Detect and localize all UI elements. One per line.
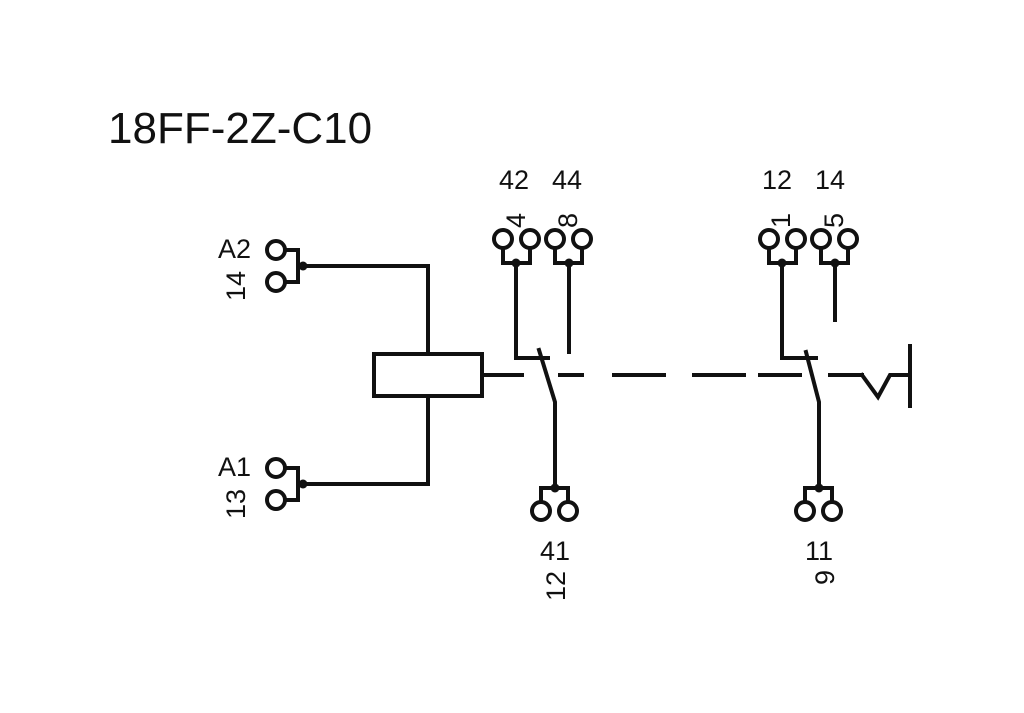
terminal-41-b	[557, 500, 579, 522]
terminal-41-a	[530, 500, 552, 522]
terminal-11-junction-dot	[814, 483, 824, 493]
terminal-14-a	[810, 228, 832, 250]
common-2-label: 11	[805, 536, 833, 566]
nc-contact-2-lead	[780, 261, 818, 360]
coil-group: A2 14 A1 13	[218, 234, 484, 519]
coil-body	[372, 352, 484, 398]
terminal-12-b	[785, 228, 807, 250]
terminal-14-coil	[265, 271, 287, 293]
no-2-label: 14	[815, 165, 845, 195]
terminal-44-b	[571, 228, 593, 250]
nc-2-pin: 1	[766, 213, 796, 228]
terminal-42-b	[519, 228, 541, 250]
common-1-label: 41	[540, 536, 570, 566]
nc-contact-1-lead	[514, 261, 550, 360]
mechanical-linkage	[480, 344, 912, 408]
terminal-12-a	[758, 228, 780, 250]
switch-blade-2	[803, 349, 821, 490]
coil-top-junction-dot	[298, 261, 308, 271]
terminal-A1	[265, 457, 287, 479]
nc-2-label: 12	[762, 165, 792, 195]
coil-top-bracket	[283, 248, 300, 284]
common-2-pin: 9	[810, 570, 840, 585]
terminal-13-coil	[265, 489, 287, 511]
nc-1-pin: 4	[501, 213, 531, 228]
no-1-pin: 8	[553, 213, 583, 228]
terminal-42-a	[492, 228, 514, 250]
terminal-14-b	[837, 228, 859, 250]
return-spring-zigzag	[859, 372, 912, 401]
coil-bottom-bracket	[283, 466, 300, 502]
contact-set-2: 12 14 1 5 11 9	[758, 165, 859, 585]
terminal-11-b	[821, 500, 843, 522]
terminal-44-a	[544, 228, 566, 250]
coil-bottom-pin: 13	[221, 489, 251, 519]
no-2-pin: 5	[819, 213, 849, 228]
common-1-pin: 12	[541, 571, 571, 601]
terminal-11-a	[794, 500, 816, 522]
coil-bottom-junction-dot	[298, 479, 308, 489]
terminal-A2	[265, 239, 287, 261]
no-1-label: 44	[552, 165, 582, 195]
nc-1-label: 42	[499, 165, 529, 195]
contact-set-1: 42 44 4 8 41 12	[492, 165, 593, 601]
coil-top-label: A2	[218, 234, 251, 264]
switch-blade-1	[536, 347, 557, 490]
terminal-41-junction-dot	[550, 483, 560, 493]
coil-top-pin: 14	[221, 271, 251, 301]
coil-bottom-label: A1	[218, 452, 251, 482]
diagram-title: 18FF-2Z-C10	[108, 104, 372, 153]
